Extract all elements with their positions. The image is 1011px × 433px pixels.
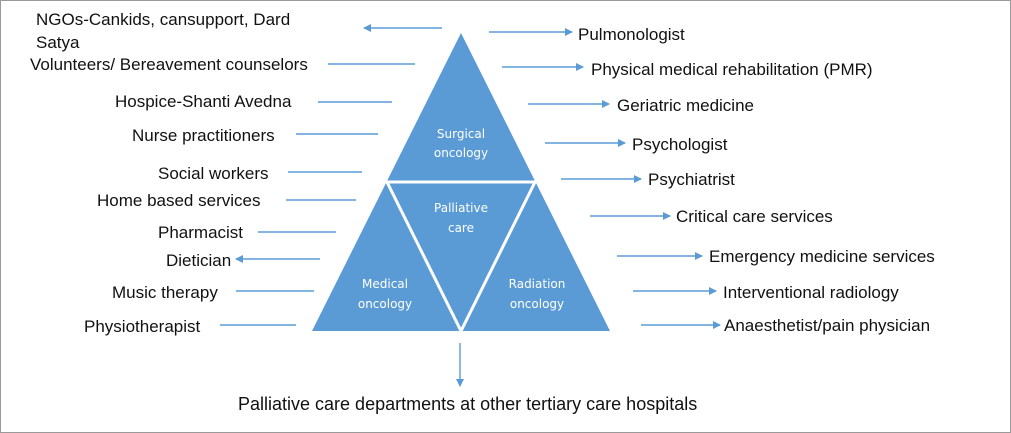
surgical-oncology-label-1: Surgical (437, 127, 485, 141)
right-service-7: Emergency medicine services (709, 247, 935, 266)
right-service-8: Interventional radiology (723, 283, 899, 302)
palliative-care-label-2: care (448, 221, 474, 235)
right-service-4: Psychologist (632, 135, 728, 154)
left-service-2: Volunteers/ Bereavement counselors (30, 55, 308, 74)
right-service-1: Pulmonologist (578, 25, 685, 44)
palliative-care-label-1: Palliative (434, 201, 488, 215)
medical-oncology-label-1: Medical (362, 277, 408, 291)
left-service-9: Music therapy (112, 283, 218, 302)
left-service-8: Dietician (166, 251, 232, 270)
left-service-5: Social workers (158, 164, 269, 183)
right-service-5: Psychiatrist (648, 170, 735, 189)
left-service-3: Hospice-Shanti Avedna (115, 92, 292, 111)
left-service-10: Physiotherapist (84, 317, 201, 336)
right-service-3: Geriatric medicine (617, 96, 754, 115)
surgical-oncology-label-2: oncology (434, 146, 488, 160)
bottom-caption: Palliative care departments at other ter… (238, 394, 698, 414)
left-service-6: Home based services (97, 191, 261, 210)
medical-oncology-label-2: oncology (358, 297, 412, 311)
center-triangle-outline (384, 180, 538, 335)
radiation-oncology-label-2: oncology (510, 297, 564, 311)
left-service-7: Pharmacist (158, 223, 244, 242)
right-service-6: Critical care services (676, 207, 833, 226)
radiation-oncology-label-1: Radiation (509, 277, 566, 291)
left-service-1: NGOs-Cankids, cansupport, Dard Satya (36, 10, 291, 52)
left-service-4: Nurse practitioners (132, 126, 275, 145)
right-service-2: Physical medical rehabilitation (PMR) (591, 60, 873, 79)
right-service-9: Anaesthetist/pain physician (724, 316, 931, 335)
